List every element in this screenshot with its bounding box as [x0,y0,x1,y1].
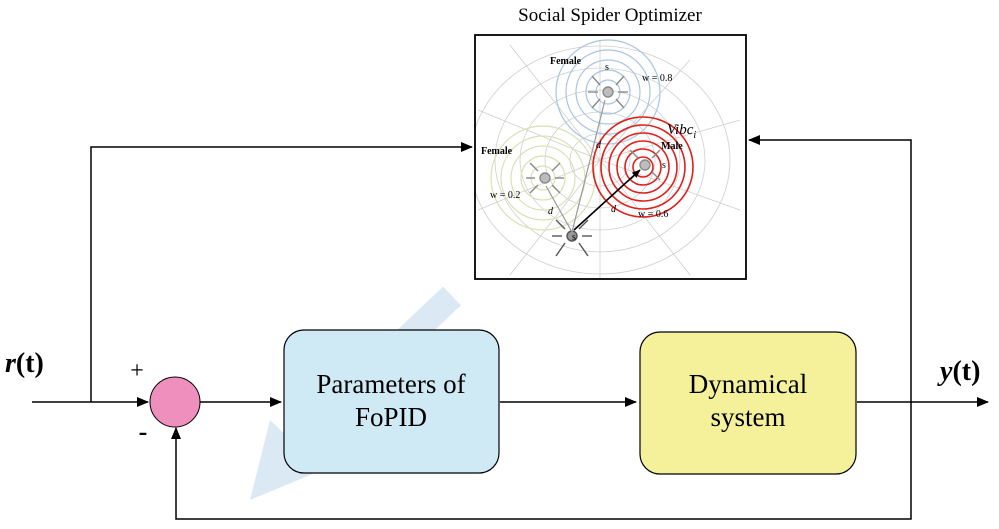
label-vibc-sub: i [693,130,696,141]
controller-label-line2: FoPID [355,402,427,432]
label-w-left: w = 0.2 [490,190,520,201]
dynamical-system-block [639,331,857,475]
label-d-left: d [548,206,554,217]
label-vibc-group: Vibci [667,122,696,141]
plus-sign: + [130,358,144,384]
label-d-right: d [611,204,617,215]
summing-junction [149,376,201,428]
spider-top-icon [588,75,628,109]
input-signal-label: r(t) [5,348,44,379]
reference-to-optimizer-line [90,142,473,402]
distance-line-male [573,169,641,231]
minus-sign: - [139,417,148,446]
label-w-top: w = 0.8 [642,73,672,84]
spider-optimizer-image: Female Female s w = 0.8 w = 0.2 d d d w … [475,35,746,279]
input-signal-arg: (t) [16,348,44,379]
label-s-male: s [662,160,666,171]
output-to-optimizer-line [748,135,912,402]
label-s-bottom: s [572,232,576,243]
label-s-top: s [605,62,609,73]
output-signal-var: y [937,356,953,387]
distance-lines [545,99,606,233]
label-male: Male [661,141,683,152]
optimizer-box [474,34,747,280]
optimizer-title: Social Spider Optimizer [518,5,702,26]
label-d-top: d [596,140,602,151]
input-signal-var: r [5,348,17,379]
label-female-top: Female [550,56,582,67]
spider-left-icon [526,162,564,194]
label-vibc: Vibc [667,122,694,138]
feedback-line [171,402,912,520]
red-vibration-rings [592,116,694,218]
fopid-controller-block [283,329,500,474]
controller-label-line1: Parameters of [316,369,465,399]
output-signal-arg: (t) [952,356,980,387]
label-w-right: w = 0.6 [638,209,668,220]
plant-label-line1: Dynamical [689,369,807,399]
label-female-left: Female [481,146,513,157]
output-signal-label: y(t) [937,356,980,387]
plant-label-line2: system [710,402,785,432]
